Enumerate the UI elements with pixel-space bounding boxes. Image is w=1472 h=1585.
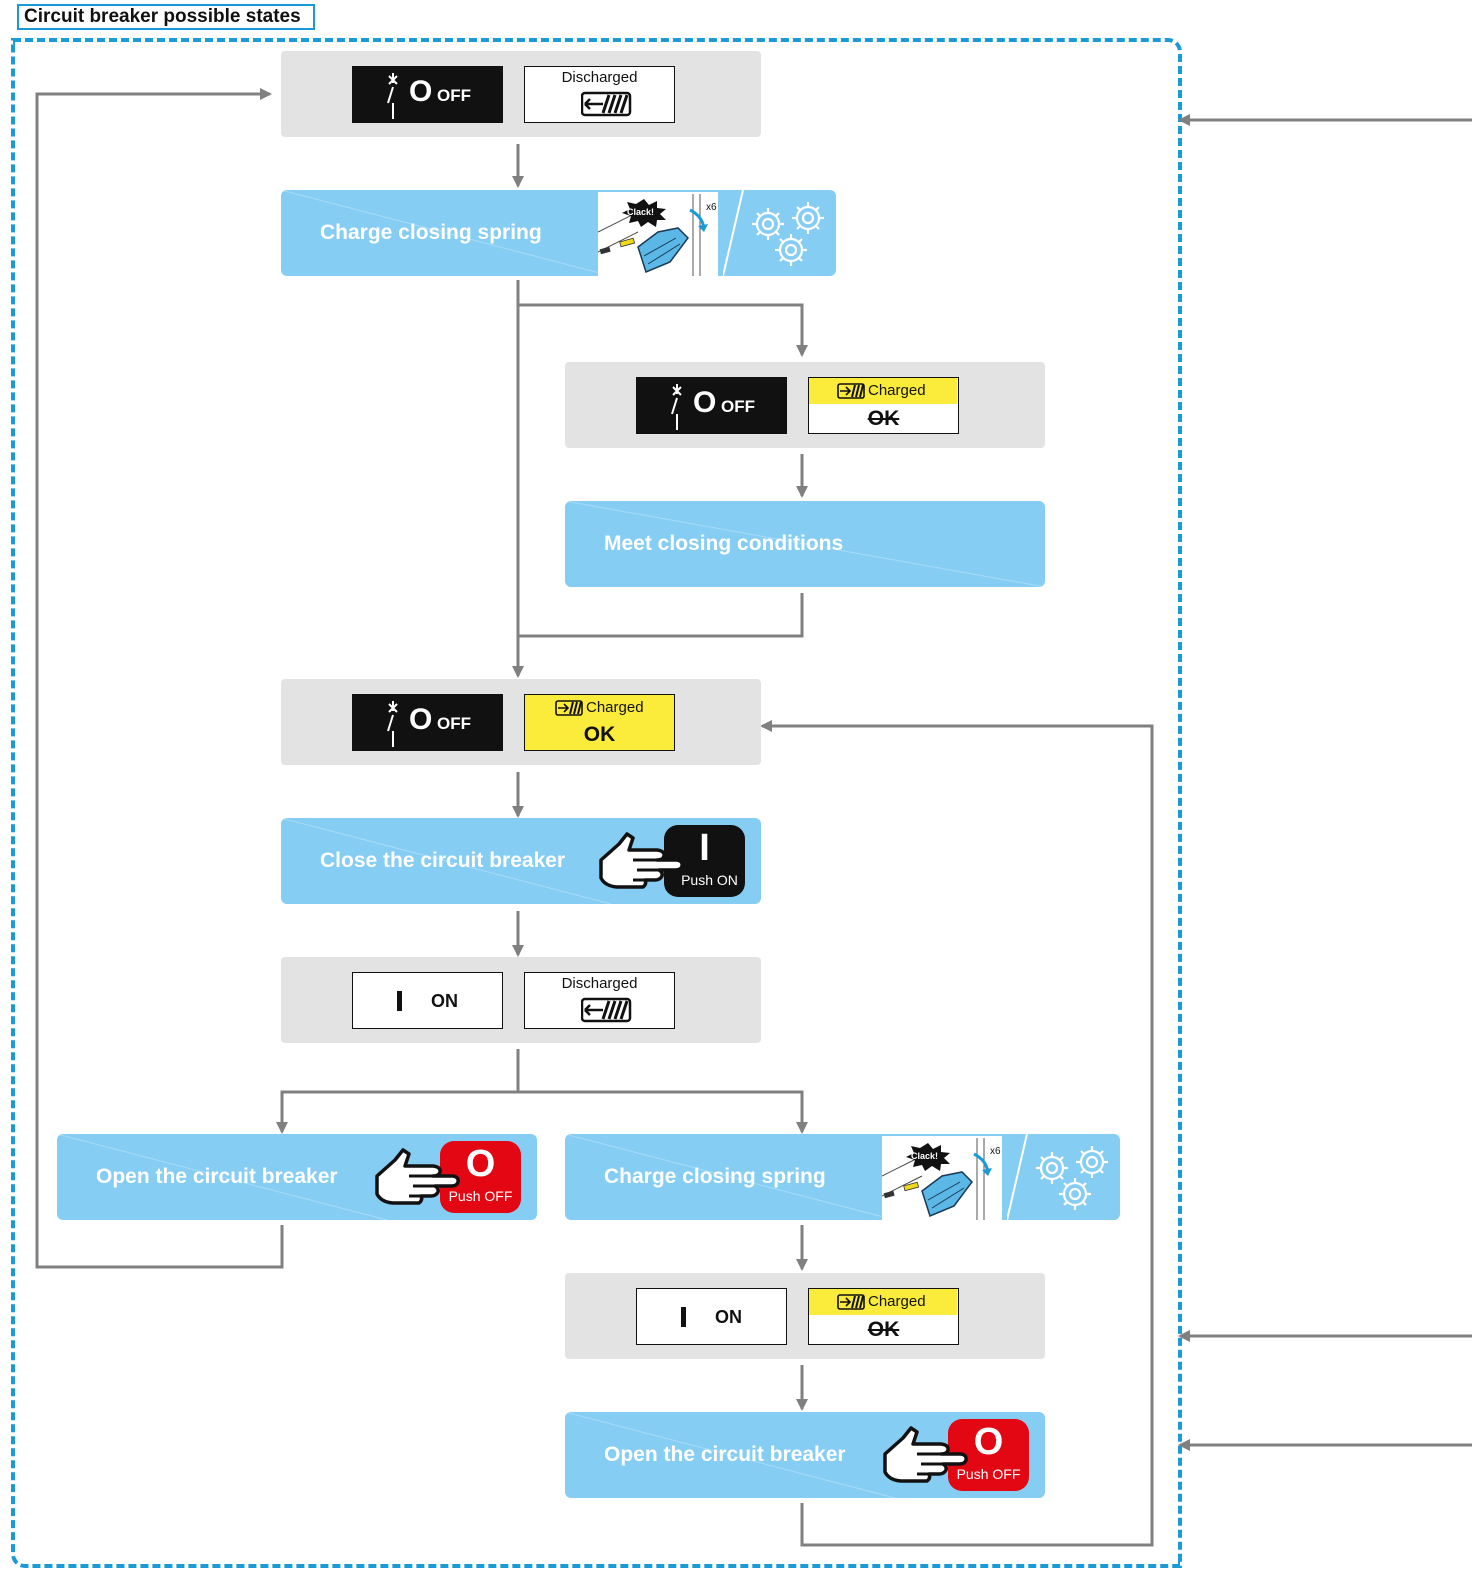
charged-spring-icon — [837, 383, 865, 399]
o-symbol: O — [465, 1143, 496, 1185]
connector-meet-return — [518, 593, 804, 638]
clack-label: Clack! — [627, 207, 655, 217]
state-on-discharged: ON Discharged — [281, 957, 761, 1043]
spring-discharged-indicator: Discharged — [524, 66, 675, 123]
charged-strip — [809, 378, 957, 404]
state-on-charged-not-ok: ON Charged OK — [565, 1273, 1045, 1359]
push-on-button: I Push ON — [664, 825, 745, 897]
on-label: ON — [715, 1307, 742, 1327]
on-indicator: ON — [636, 1288, 787, 1345]
discharged-spring-icon — [581, 997, 632, 1023]
push-on-label: Push ON — [681, 872, 738, 888]
i-bar-icon — [681, 1307, 686, 1327]
connector-split-left — [276, 1090, 518, 1134]
connector-split-right — [518, 1090, 808, 1134]
o-symbol: O — [973, 1421, 1004, 1463]
action-label: Close the circuit breaker — [320, 849, 566, 872]
sheen-decoration — [281, 190, 612, 276]
spring-charged-ok-indicator: Charged OK — [524, 694, 675, 751]
not-ok-label: OK — [867, 1318, 900, 1341]
open-contact-icon — [671, 384, 682, 430]
open-contact-icon — [387, 73, 398, 119]
i-bar-icon — [397, 991, 402, 1011]
open-contact-icon — [387, 701, 398, 747]
spring-charge-illustration: Clack! x6 — [881, 1136, 1002, 1220]
spring-discharged-indicator: Discharged — [524, 972, 675, 1029]
on-indicator: ON — [352, 972, 503, 1029]
action-label: Meet closing conditions — [604, 532, 844, 555]
o-symbol: O — [409, 703, 433, 736]
charged-label: Charged — [868, 1293, 926, 1310]
spring-charged-not-ok-indicator: Charged OK — [808, 377, 959, 434]
charged-label: Charged — [586, 699, 644, 716]
discharged-label: Discharged — [561, 69, 638, 86]
spring-charge-illustration: Clack! x6 — [597, 192, 718, 276]
clack-burst-icon — [906, 1143, 950, 1171]
o-symbol: O — [693, 386, 717, 419]
on-label: ON — [431, 991, 458, 1011]
action-label: Charge closing spring — [604, 1165, 826, 1188]
action-charge-closing-spring-1: Charge closing spring Clack! x6 — [281, 190, 836, 276]
action-label: Charge closing spring — [320, 221, 542, 244]
connector-open1-return — [35, 88, 284, 1269]
discharged-spring-icon — [581, 91, 632, 117]
x6-label: x6 — [990, 1146, 1001, 1157]
state-off-discharged: O OFF Discharged — [281, 51, 761, 137]
gears-icon — [1006, 1134, 1120, 1220]
gears-icon — [722, 190, 836, 276]
state-off-charged-ok: O OFF Charged OK — [281, 679, 761, 765]
connector-branch-right — [518, 303, 808, 357]
off-indicator: O OFF — [636, 377, 787, 434]
push-off-button: O Push OFF — [948, 1419, 1029, 1491]
o-symbol: O — [409, 75, 433, 108]
sheen-decoration — [565, 501, 1045, 587]
ok-label: OK — [583, 723, 616, 746]
x6-label: x6 — [706, 202, 717, 213]
action-label: Open the circuit breaker — [96, 1165, 338, 1188]
action-open-circuit-breaker-1: Open the circuit breaker O Push OFF — [57, 1134, 537, 1220]
off-indicator: O OFF — [352, 694, 503, 751]
pointing-hand-icon — [375, 1148, 460, 1205]
action-label: Open the circuit breaker — [604, 1443, 846, 1466]
charged-spring-icon — [837, 1294, 865, 1310]
charged-label: Charged — [868, 382, 926, 399]
clack-burst-icon — [622, 199, 666, 227]
sheen-decoration — [565, 1412, 896, 1498]
off-label: OFF — [437, 714, 471, 733]
off-indicator: O OFF — [352, 66, 503, 123]
sheen-decoration — [281, 818, 612, 904]
sheen-decoration — [565, 1134, 896, 1220]
connector-open2-return — [760, 720, 1154, 1547]
discharged-label: Discharged — [561, 975, 638, 992]
push-off-label: Push OFF — [448, 1188, 513, 1204]
action-open-circuit-breaker-2: Open the circuit breaker O Push OFF — [565, 1412, 1045, 1498]
sheen-decoration — [57, 1134, 388, 1220]
charged-spring-icon — [555, 700, 583, 716]
state-off-charged-not-ok: O OFF Charged OK — [565, 362, 1045, 448]
action-charge-closing-spring-2: Charge closing spring Clack! x6 — [565, 1134, 1120, 1220]
pointing-hand-icon — [599, 832, 684, 889]
diagram-title: Circuit breaker possible states — [17, 4, 315, 30]
clack-label: Clack! — [911, 1151, 939, 1161]
action-meet-closing-conditions: Meet closing conditions — [565, 501, 1045, 587]
off-label: OFF — [437, 86, 471, 105]
off-label: OFF — [721, 397, 755, 416]
push-off-label: Push OFF — [956, 1466, 1021, 1482]
action-close-circuit-breaker: Close the circuit breaker I Push ON — [281, 818, 761, 904]
spring-charged-not-ok-indicator: Charged OK — [808, 1288, 959, 1345]
charged-strip — [809, 1289, 957, 1315]
i-symbol: I — [699, 827, 710, 869]
not-ok-label: OK — [867, 407, 900, 430]
pointing-hand-icon — [883, 1426, 968, 1483]
states-frame — [11, 38, 1182, 1568]
